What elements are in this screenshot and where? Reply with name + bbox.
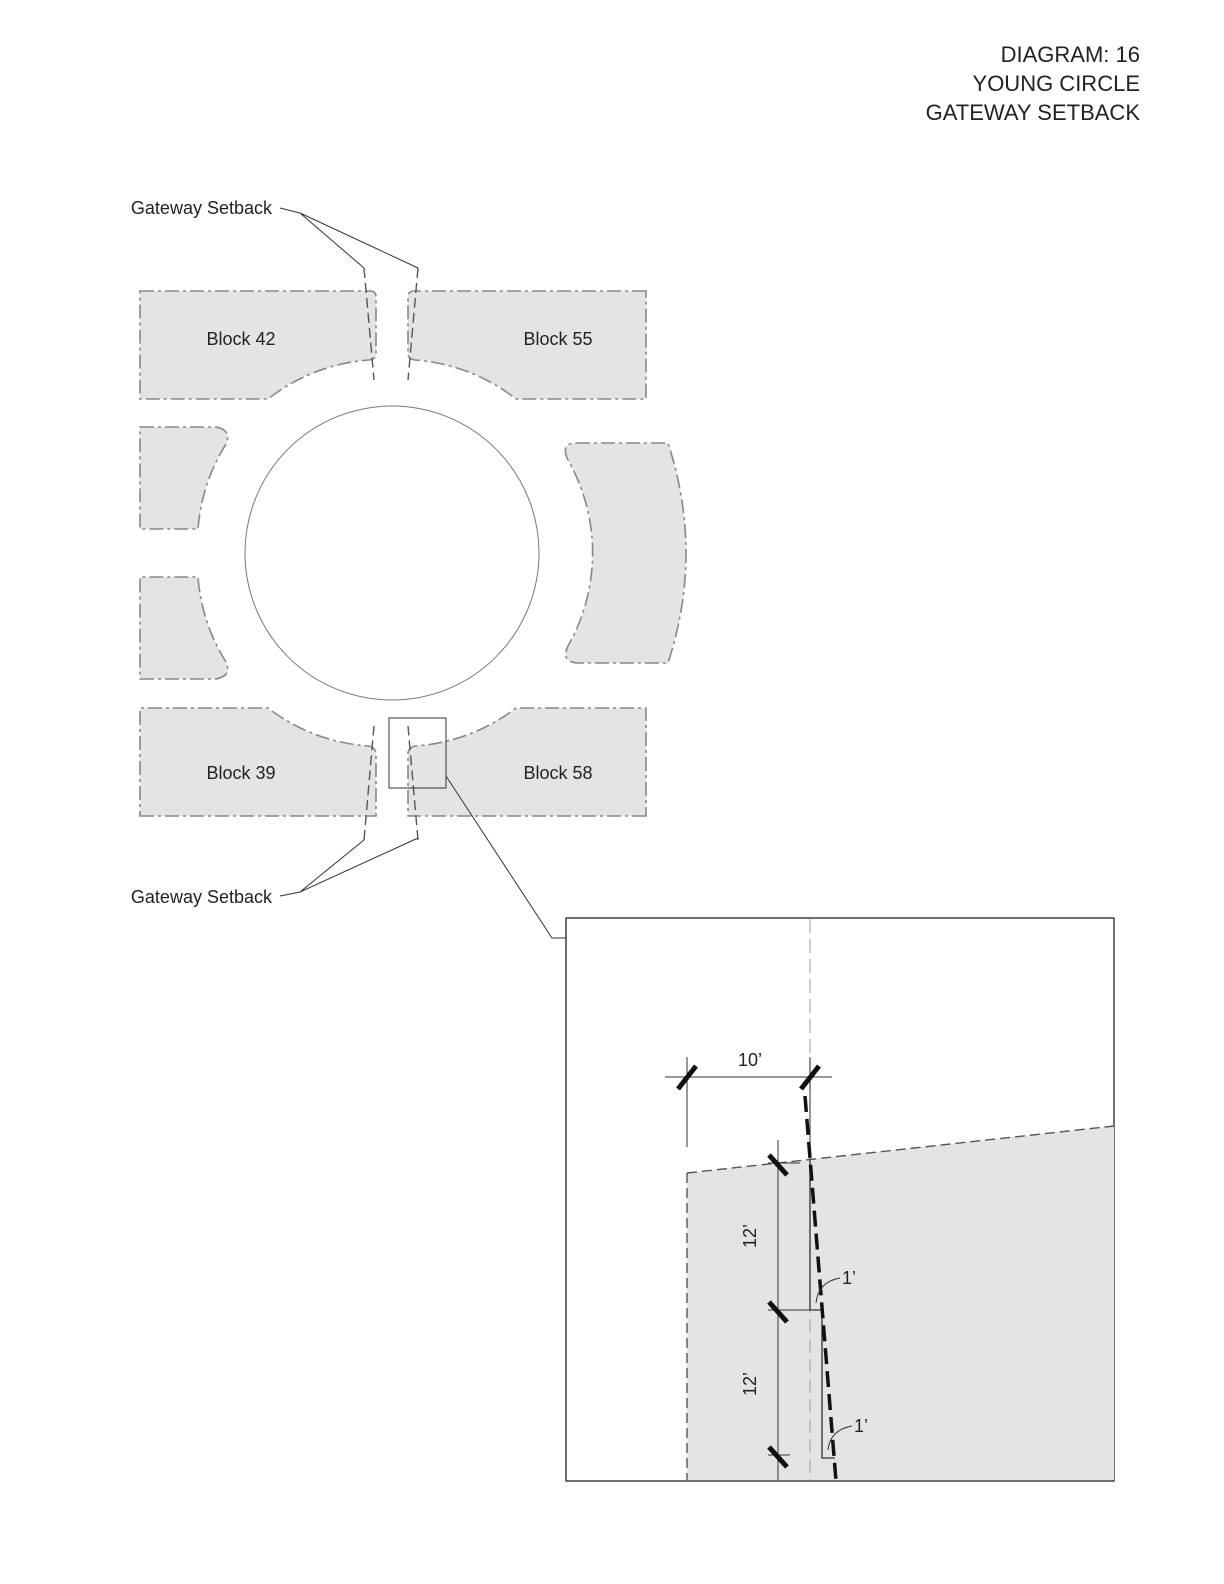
west-lower-block-shape <box>139 576 229 680</box>
gateway-setback-lines-top <box>279 207 419 381</box>
gateway-setback-lines-bottom <box>279 725 419 897</box>
diagram-title: DIAGRAM: 16 YOUNG CIRCLE GATEWAY SETBACK <box>926 40 1140 127</box>
detail-callout-box <box>388 717 447 789</box>
block-55-label: Block 55 <box>523 329 592 349</box>
block-58-label: Block 58 <box>523 763 592 783</box>
west-upper-block-shape <box>139 426 229 530</box>
east-block-shape <box>564 442 687 664</box>
block-42-shape <box>139 290 377 400</box>
dim-12ft-upper: 12’ <box>740 1224 760 1248</box>
title-line-3: GATEWAY SETBACK <box>925 100 1140 125</box>
detail-leader-line <box>445 775 566 939</box>
block-39-shape <box>139 707 377 817</box>
dim-12ft-lower: 12’ <box>740 1372 760 1396</box>
block-39-label: Block 39 <box>206 763 275 783</box>
gateway-setback-label-top: Gateway Setback <box>131 198 273 218</box>
dim-10ft: 10’ <box>738 1050 762 1070</box>
block-55-shape <box>407 290 647 400</box>
title-line-2: YOUNG CIRCLE <box>972 71 1140 96</box>
offset-1ft-upper: 1’ <box>842 1268 856 1288</box>
block-58-shape <box>407 707 647 817</box>
title-line-1: DIAGRAM: 16 <box>1000 42 1140 67</box>
detail-block-fill <box>687 1126 1114 1480</box>
gateway-setback-label-bottom: Gateway Setback <box>131 887 273 907</box>
block-42-label: Block 42 <box>206 329 275 349</box>
detail-enlargement: 10’ 12’ 12’ 1’ 1’ <box>565 917 1115 1482</box>
offset-1ft-lower: 1’ <box>854 1416 868 1436</box>
young-circle <box>244 405 540 701</box>
